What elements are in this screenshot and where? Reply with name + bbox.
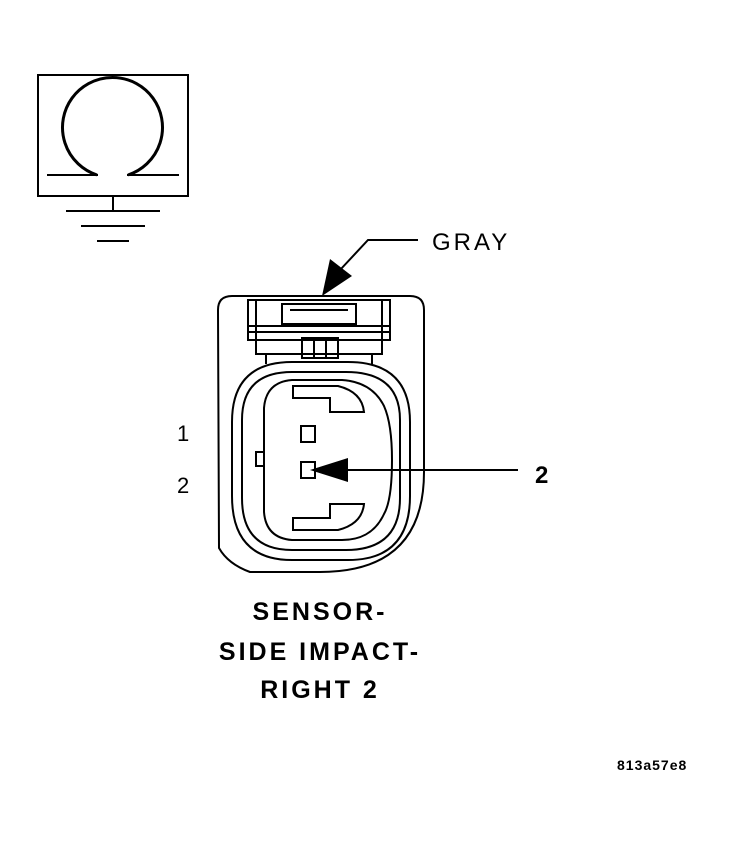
wire-color-label: GRAY [432, 229, 511, 256]
title-line-2: SIDE IMPACT- [218, 638, 422, 666]
title-line-3: RIGHT 2 [260, 676, 380, 704]
pin-label-1: 1 [177, 421, 190, 446]
callout-number: 2 [535, 462, 549, 489]
pin-label-2: 2 [177, 473, 190, 498]
ohmmeter-ground-icon [37, 74, 189, 242]
reference-code: 813a57e8 [617, 757, 688, 773]
wire-color-leader-arrow [322, 239, 418, 296]
title-line-1: SENSOR- [252, 598, 388, 626]
connector-body [216, 295, 425, 573]
pin-callout-arrow [310, 458, 518, 482]
